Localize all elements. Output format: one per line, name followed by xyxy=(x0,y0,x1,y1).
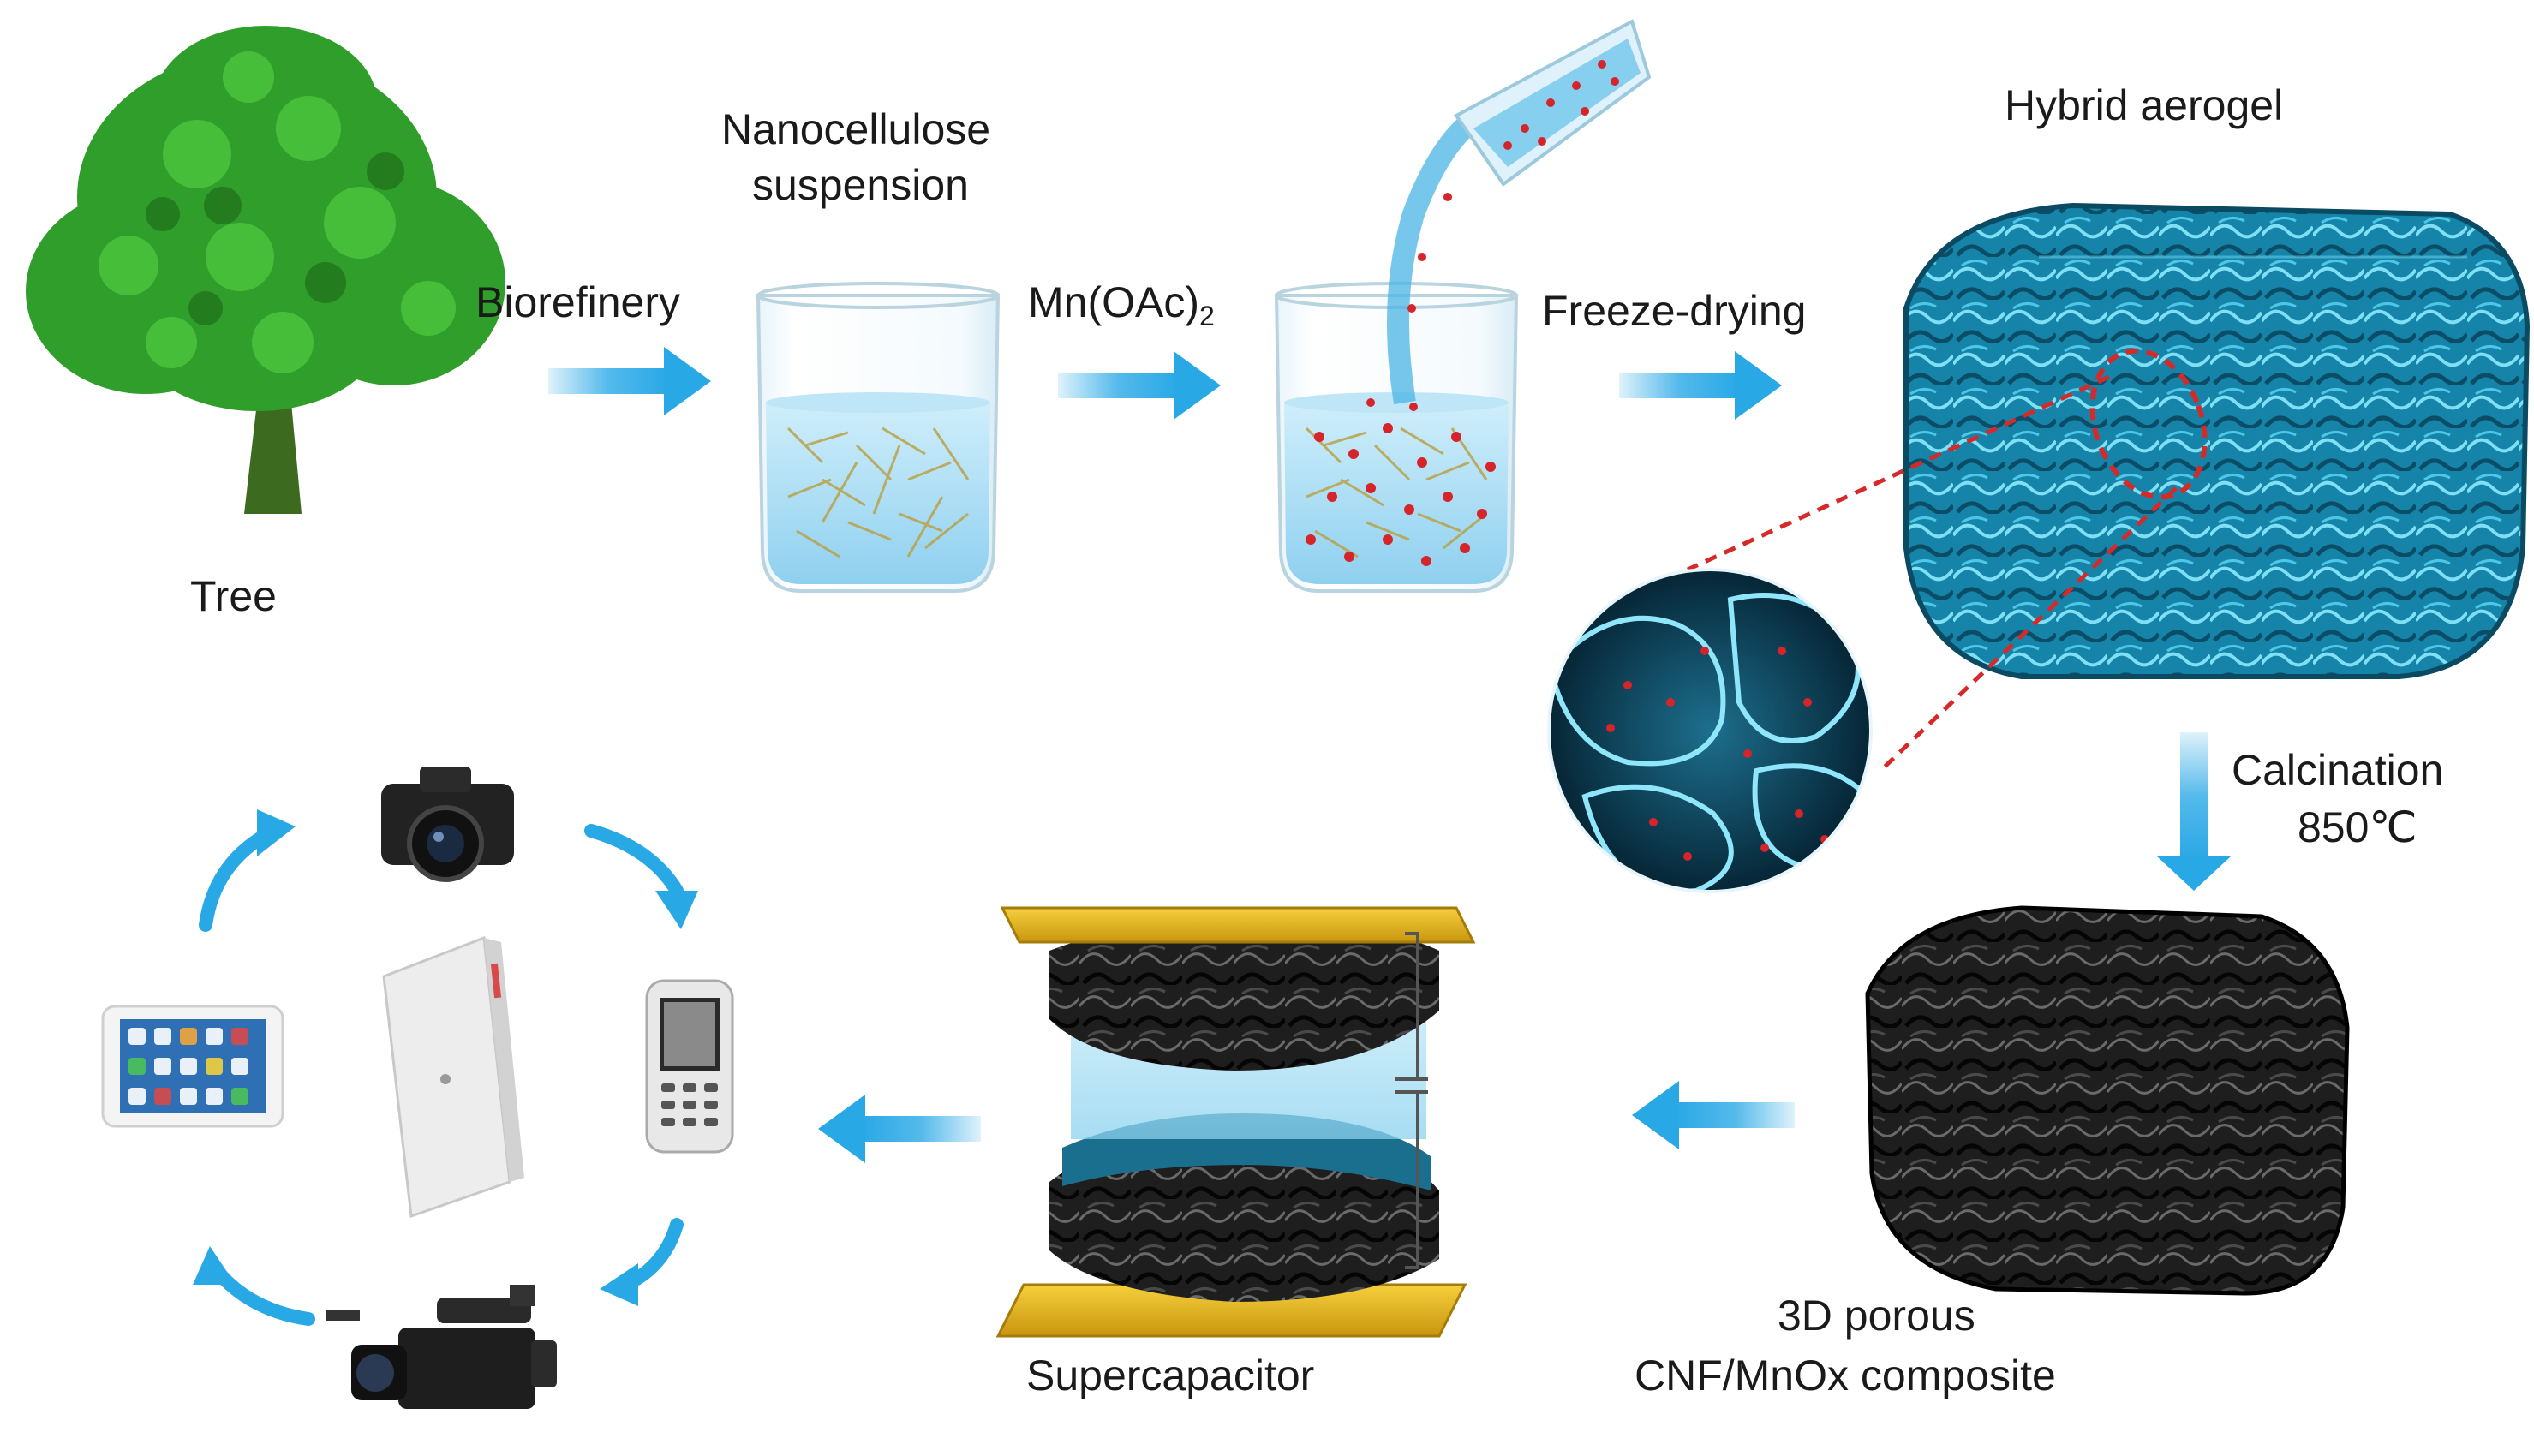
supercapacitor-icon xyxy=(995,906,1476,1338)
composite-label-line1: 3D porous xyxy=(1778,1292,1975,1340)
phone-icon xyxy=(645,979,734,1154)
supercapacitor-label: Supercapacitor xyxy=(1026,1352,1315,1399)
carbon-composite-icon xyxy=(1865,905,2350,1296)
arrow-biorefinery xyxy=(548,347,711,415)
nanocellulose-label-line1: Nanocellulose xyxy=(721,105,991,153)
mn-oac-text: Mn(OAc) xyxy=(1028,278,1199,326)
arrow-to-supercapacitor xyxy=(1632,1081,1795,1149)
magnified-pore-icon xyxy=(1547,568,1873,893)
camera-icon xyxy=(381,767,514,882)
aerogel-block-icon xyxy=(1903,202,2531,679)
mn-oac-label: Mn(OAc)2 xyxy=(1028,276,1215,333)
pouring-flask-icon xyxy=(1387,19,1652,405)
mn-oac-subscript: 2 xyxy=(1199,301,1215,331)
tree-icon xyxy=(26,26,505,514)
tablet-icon xyxy=(101,1005,284,1128)
arrow-freeze-drying xyxy=(1619,351,1782,420)
arrow-calcination xyxy=(2157,732,2231,891)
freeze-drying-label: Freeze-drying xyxy=(1542,287,1807,335)
hybrid-aerogel-label: Hybrid aerogel xyxy=(2005,81,2284,129)
arrow-mn-oac xyxy=(1058,351,1221,420)
tree-label: Tree xyxy=(190,572,277,620)
camcorder-icon xyxy=(326,1285,557,1409)
magnify-connector-lines xyxy=(1686,374,2178,773)
composite-label-line2: CNF/MnOx composite xyxy=(1635,1352,2056,1399)
beaker-icon xyxy=(756,282,1001,593)
biorefinery-label: Biorefinery xyxy=(475,278,680,326)
device-cycle-arrowheads xyxy=(193,809,698,1306)
arrow-to-devices xyxy=(818,1095,981,1163)
calcination-label-line1: Calcination xyxy=(2232,746,2444,794)
calcination-label-line2: 850℃ xyxy=(2298,803,2417,851)
power-bank-icon xyxy=(382,935,524,1219)
beaker-with-particles-icon xyxy=(1274,282,1519,593)
nanocellulose-label-line2: suspension xyxy=(752,161,969,209)
